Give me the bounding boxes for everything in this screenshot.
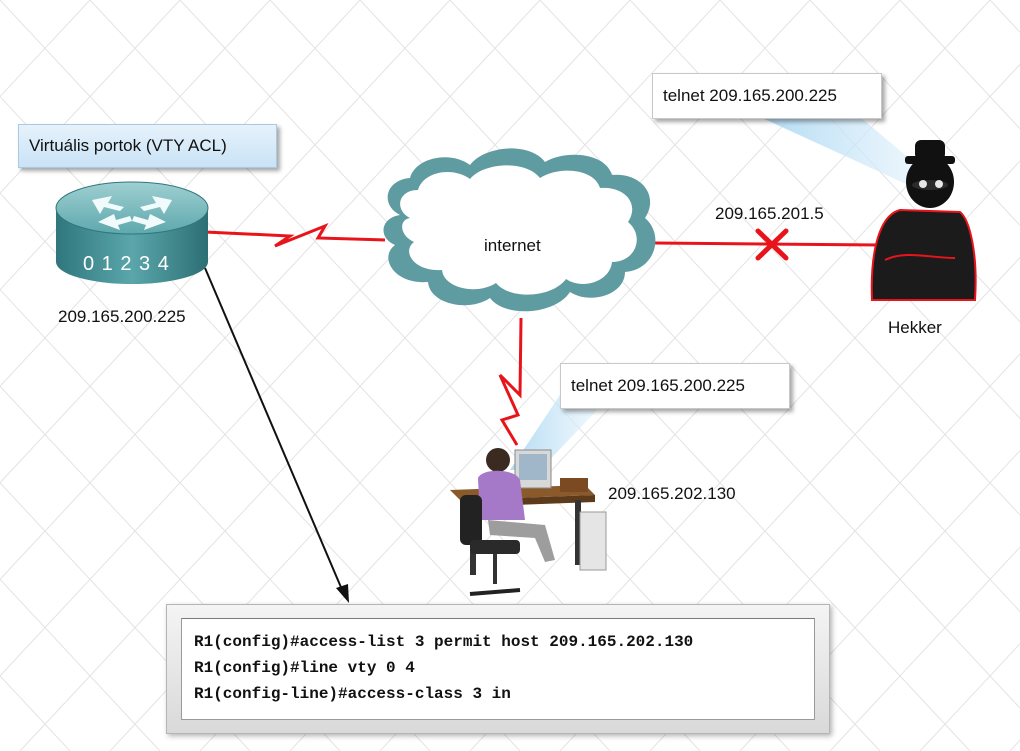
router-icon (55, 181, 209, 284)
hacker-icon (870, 140, 977, 301)
hacker-name: Hekker (888, 318, 942, 337)
config-line: R1(config)#line vty 0 4 (194, 659, 415, 677)
router-ip: 209.165.200.225 (58, 307, 186, 326)
cloud-label: internet (484, 236, 541, 255)
config-line: R1(config)#access-list 3 permit host 209… (194, 633, 694, 651)
config-panel: R1(config)#access-list 3 permit host 209… (166, 604, 830, 734)
blocked-x-icon (755, 228, 789, 261)
hacker-ip: 209.165.201.5 (715, 204, 824, 223)
user-telnet-callout: telnet 209.165.200.225 (560, 363, 790, 409)
link-router-cloud (204, 222, 386, 248)
workstation-icon (450, 448, 607, 596)
hacker-callout-beam (760, 117, 935, 195)
vty-acl-label: Virtuális portok (VTY ACL) (18, 124, 277, 168)
link-cloud-user (498, 317, 523, 446)
user-ip: 209.165.202.130 (608, 484, 736, 503)
hacker-telnet-callout: telnet 209.165.200.225 (652, 73, 882, 119)
link-cloud-hacker (654, 241, 881, 247)
internet-cloud-icon (383, 148, 656, 312)
arrow-router-to-config (204, 267, 349, 603)
router-ports-label: 0 1 2 3 4 (83, 253, 170, 275)
config-text-area: R1(config)#access-list 3 permit host 209… (181, 618, 815, 720)
config-line: R1(config-line)#access-class 3 in (194, 685, 511, 703)
